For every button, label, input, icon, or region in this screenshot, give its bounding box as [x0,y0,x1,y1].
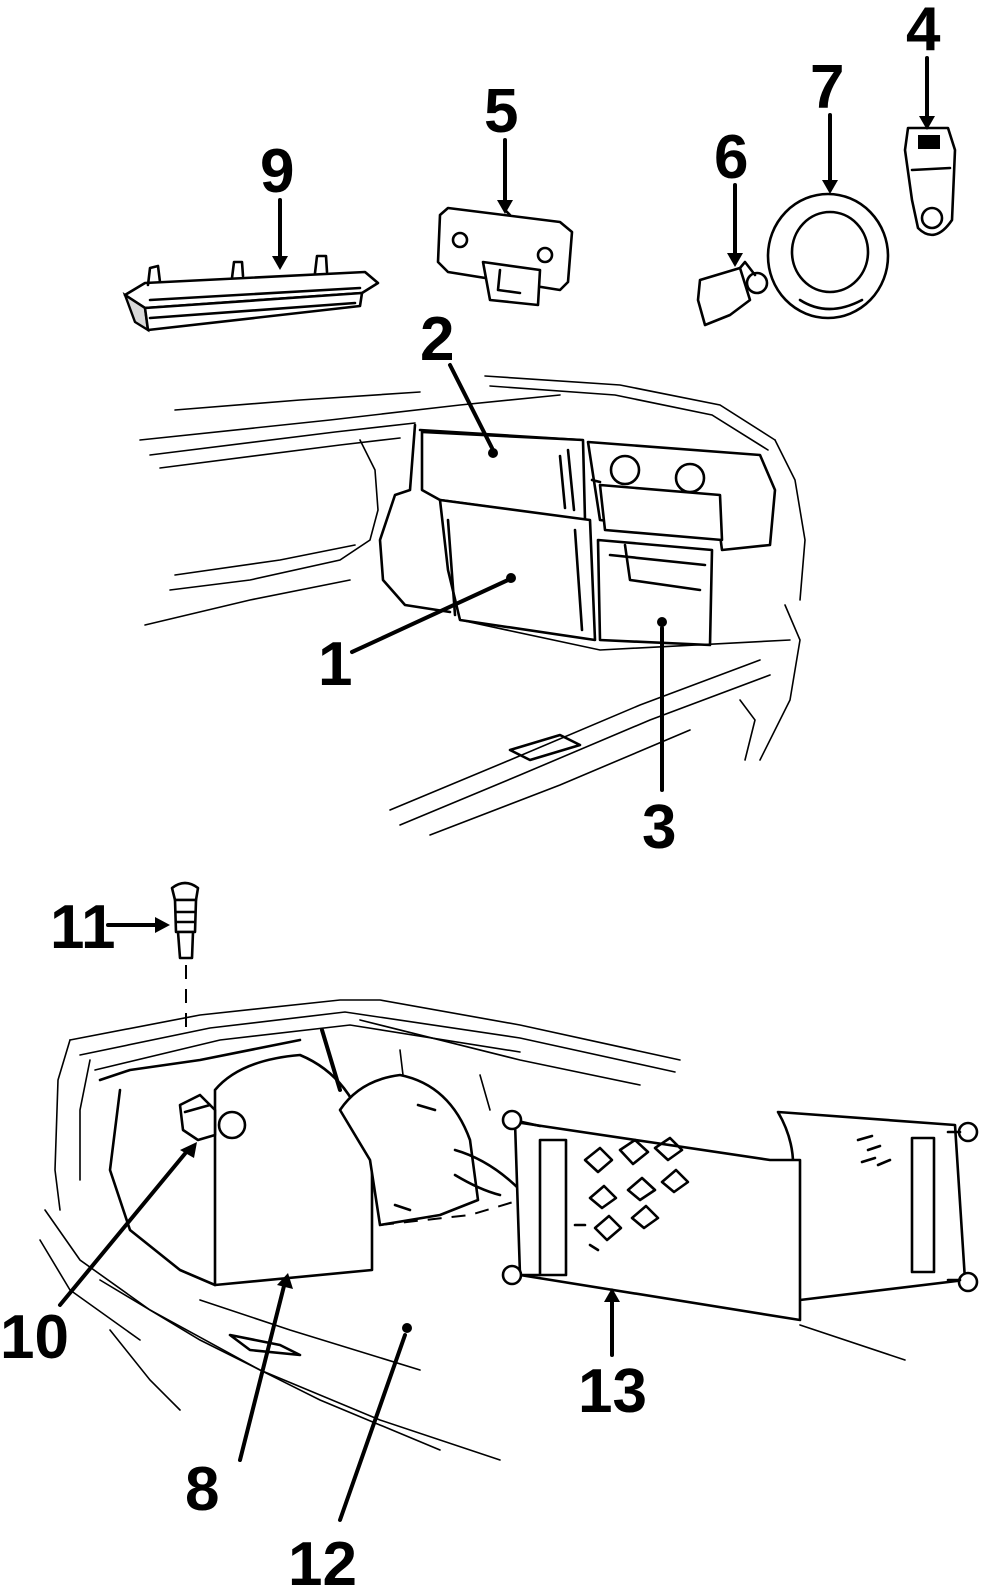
callout-3: 3 [642,793,676,862]
part-7-grommet [766,192,890,320]
callout-12: 12 [288,1530,357,1594]
callout-2: 2 [420,305,454,374]
callout-9: 9 [260,137,294,206]
callout-11: 11 [50,893,116,962]
trunk-view-upper [139,375,806,836]
callout-4: 4 [906,0,941,64]
part-6-bulb [696,260,769,327]
callout-13: 13 [578,1357,647,1426]
callout-6: 6 [714,123,748,192]
callout-5: 5 [484,77,518,146]
callout-1: 1 [318,630,352,699]
callout-10: 10 [0,1303,69,1372]
leader-lines [58,56,935,1522]
callout-8: 8 [185,1455,219,1524]
part-9-high-mount-lamp [122,254,380,333]
part-5-bracket [436,206,574,307]
part-10-lamp [178,1093,247,1142]
part-13-cargo-net [501,1109,979,1361]
part-4-socket [903,126,957,237]
trunk-view-lower [39,999,681,1461]
part-11-push-pin [170,881,200,1030]
callout-7: 7 [810,53,844,122]
